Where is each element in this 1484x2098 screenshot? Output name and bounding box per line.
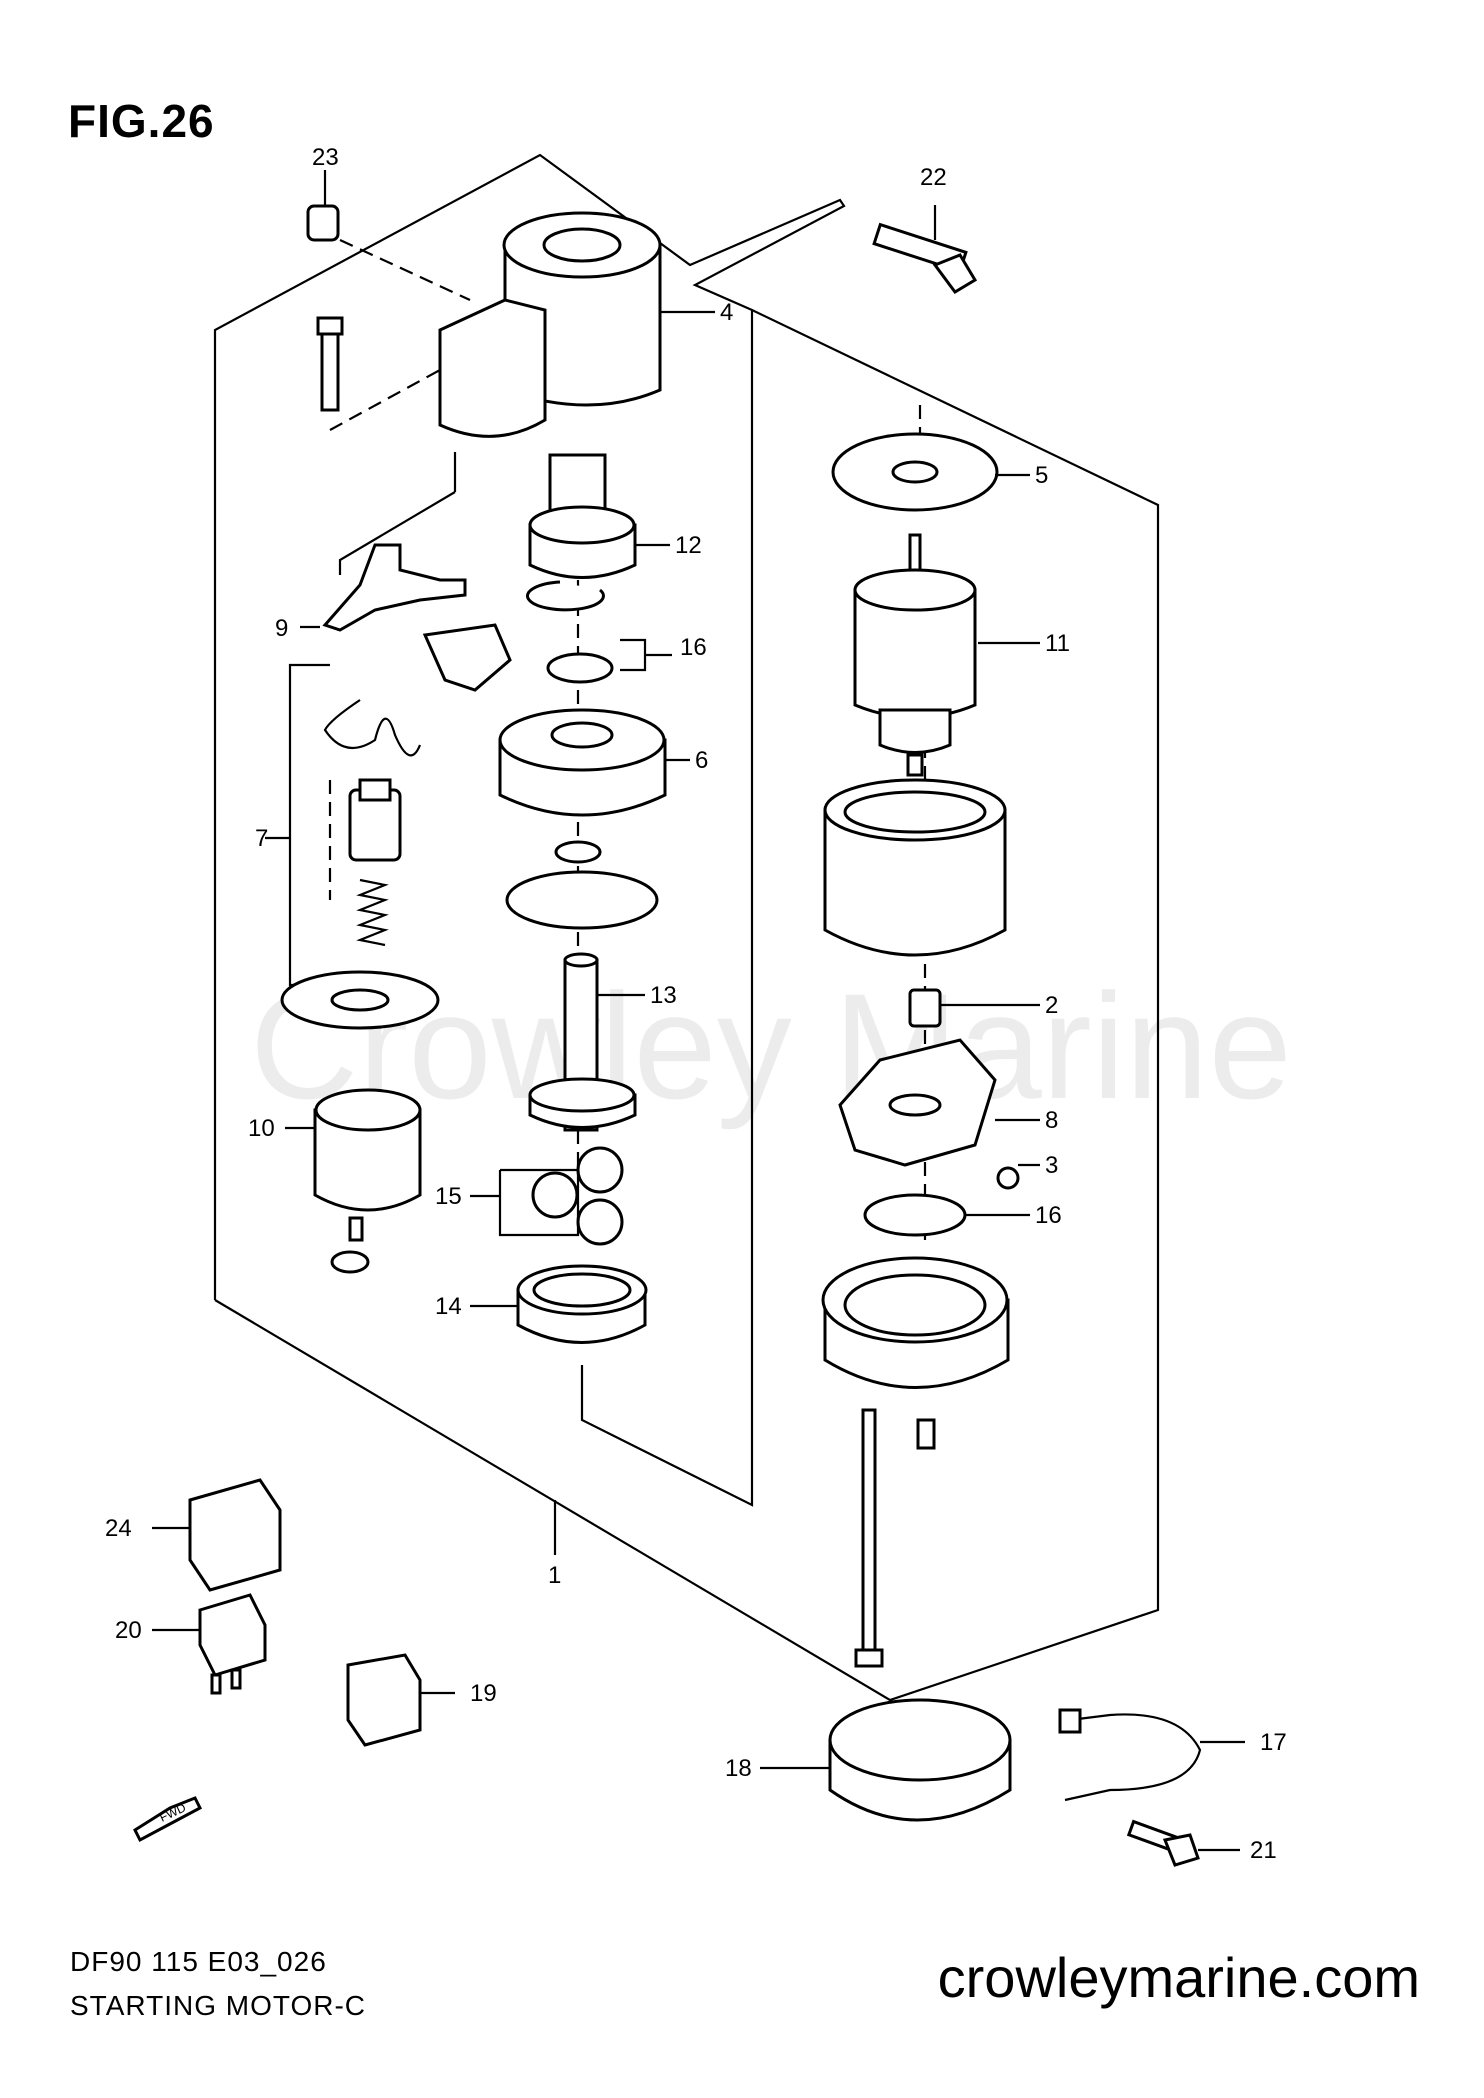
bracket-16 bbox=[620, 638, 647, 672]
callout-8: 8 bbox=[1045, 1107, 1058, 1134]
callout-12: 12 bbox=[675, 532, 702, 559]
brush-part bbox=[908, 988, 942, 1028]
armature-part bbox=[853, 533, 977, 777]
assembly-outline bbox=[213, 153, 1160, 1702]
callout-labels: 1 2 3 4 5 6 7 8 9 10 11 12 13 14 15 16 1… bbox=[105, 144, 1287, 1864]
callout-21: 21 bbox=[1250, 1837, 1277, 1864]
end-frame-part bbox=[821, 1256, 1010, 1450]
leader bbox=[338, 491, 456, 575]
lever-part bbox=[322, 543, 467, 632]
dash-line bbox=[339, 239, 471, 301]
callout-15: 15 bbox=[435, 1183, 462, 1210]
callout-17: 17 bbox=[1260, 1729, 1287, 1756]
figure-title: FIG.26 bbox=[68, 95, 215, 147]
screw-part bbox=[1126, 1819, 1200, 1867]
internal-gear-part bbox=[516, 1264, 648, 1344]
callout-19: 19 bbox=[470, 1680, 497, 1707]
figure-name: STARTING MOTOR-C bbox=[70, 1990, 366, 2021]
callout-23: 23 bbox=[312, 144, 339, 171]
housing-bolt-part bbox=[316, 316, 344, 412]
callout-2: 2 bbox=[1045, 992, 1058, 1019]
pinion-part bbox=[528, 453, 637, 579]
callout-24: 24 bbox=[105, 1515, 132, 1542]
callout-3: 3 bbox=[1045, 1152, 1058, 1179]
callout-10: 10 bbox=[248, 1115, 275, 1142]
callout-13: 13 bbox=[650, 982, 677, 1009]
callout-16a: 16 bbox=[680, 634, 707, 661]
magnetic-switch-part bbox=[280, 970, 440, 1274]
brush-holder-part bbox=[838, 1038, 997, 1167]
figure-code: DF90 115 E03_026 bbox=[70, 1946, 327, 1977]
callout-6: 6 bbox=[695, 747, 708, 774]
relay-cover-part bbox=[188, 1478, 282, 1592]
site-link[interactable]: crowleymarine.com bbox=[937, 1946, 1420, 2009]
leader-lines bbox=[152, 170, 1245, 1852]
planetary-shaft-part bbox=[528, 952, 637, 1132]
callout-9: 9 bbox=[275, 615, 288, 642]
plunger-holder-part bbox=[323, 623, 512, 947]
callout-1: 1 bbox=[548, 1562, 561, 1589]
callout-16b: 16 bbox=[1035, 1202, 1062, 1229]
bracket-15 bbox=[498, 1168, 580, 1237]
bolt-part bbox=[872, 222, 978, 294]
gear-cover-part bbox=[498, 708, 667, 817]
callout-14: 14 bbox=[435, 1293, 462, 1320]
relay-part bbox=[198, 1593, 267, 1695]
callout-11: 11 bbox=[1045, 630, 1070, 657]
dash-line bbox=[329, 369, 441, 431]
callout-4: 4 bbox=[720, 299, 733, 326]
callout-22: 22 bbox=[920, 164, 947, 191]
clamp-part bbox=[1058, 1708, 1202, 1802]
yoke-part bbox=[823, 778, 1007, 957]
brush-plate-part bbox=[831, 432, 999, 512]
callout-7: 7 bbox=[255, 825, 268, 852]
inner-group-outline bbox=[580, 310, 754, 1507]
callout-20: 20 bbox=[115, 1617, 142, 1644]
drive-housing-part bbox=[438, 211, 662, 438]
through-bolt-part bbox=[854, 1408, 884, 1668]
planetary-gear-part bbox=[531, 1146, 624, 1246]
nut-part bbox=[996, 1166, 1020, 1190]
cap-part bbox=[346, 1653, 422, 1747]
callout-5: 5 bbox=[1035, 462, 1048, 489]
brush-holder-plate-part bbox=[863, 1193, 967, 1237]
retaining-ring-part bbox=[526, 580, 614, 684]
collar-part bbox=[306, 204, 340, 242]
rubber-band-part bbox=[828, 1698, 1012, 1822]
gasket-part bbox=[505, 840, 659, 930]
bracket-7 bbox=[288, 663, 330, 987]
fwd-arrow-icon: FWD bbox=[133, 1796, 202, 1843]
callout-18: 18 bbox=[725, 1755, 752, 1782]
